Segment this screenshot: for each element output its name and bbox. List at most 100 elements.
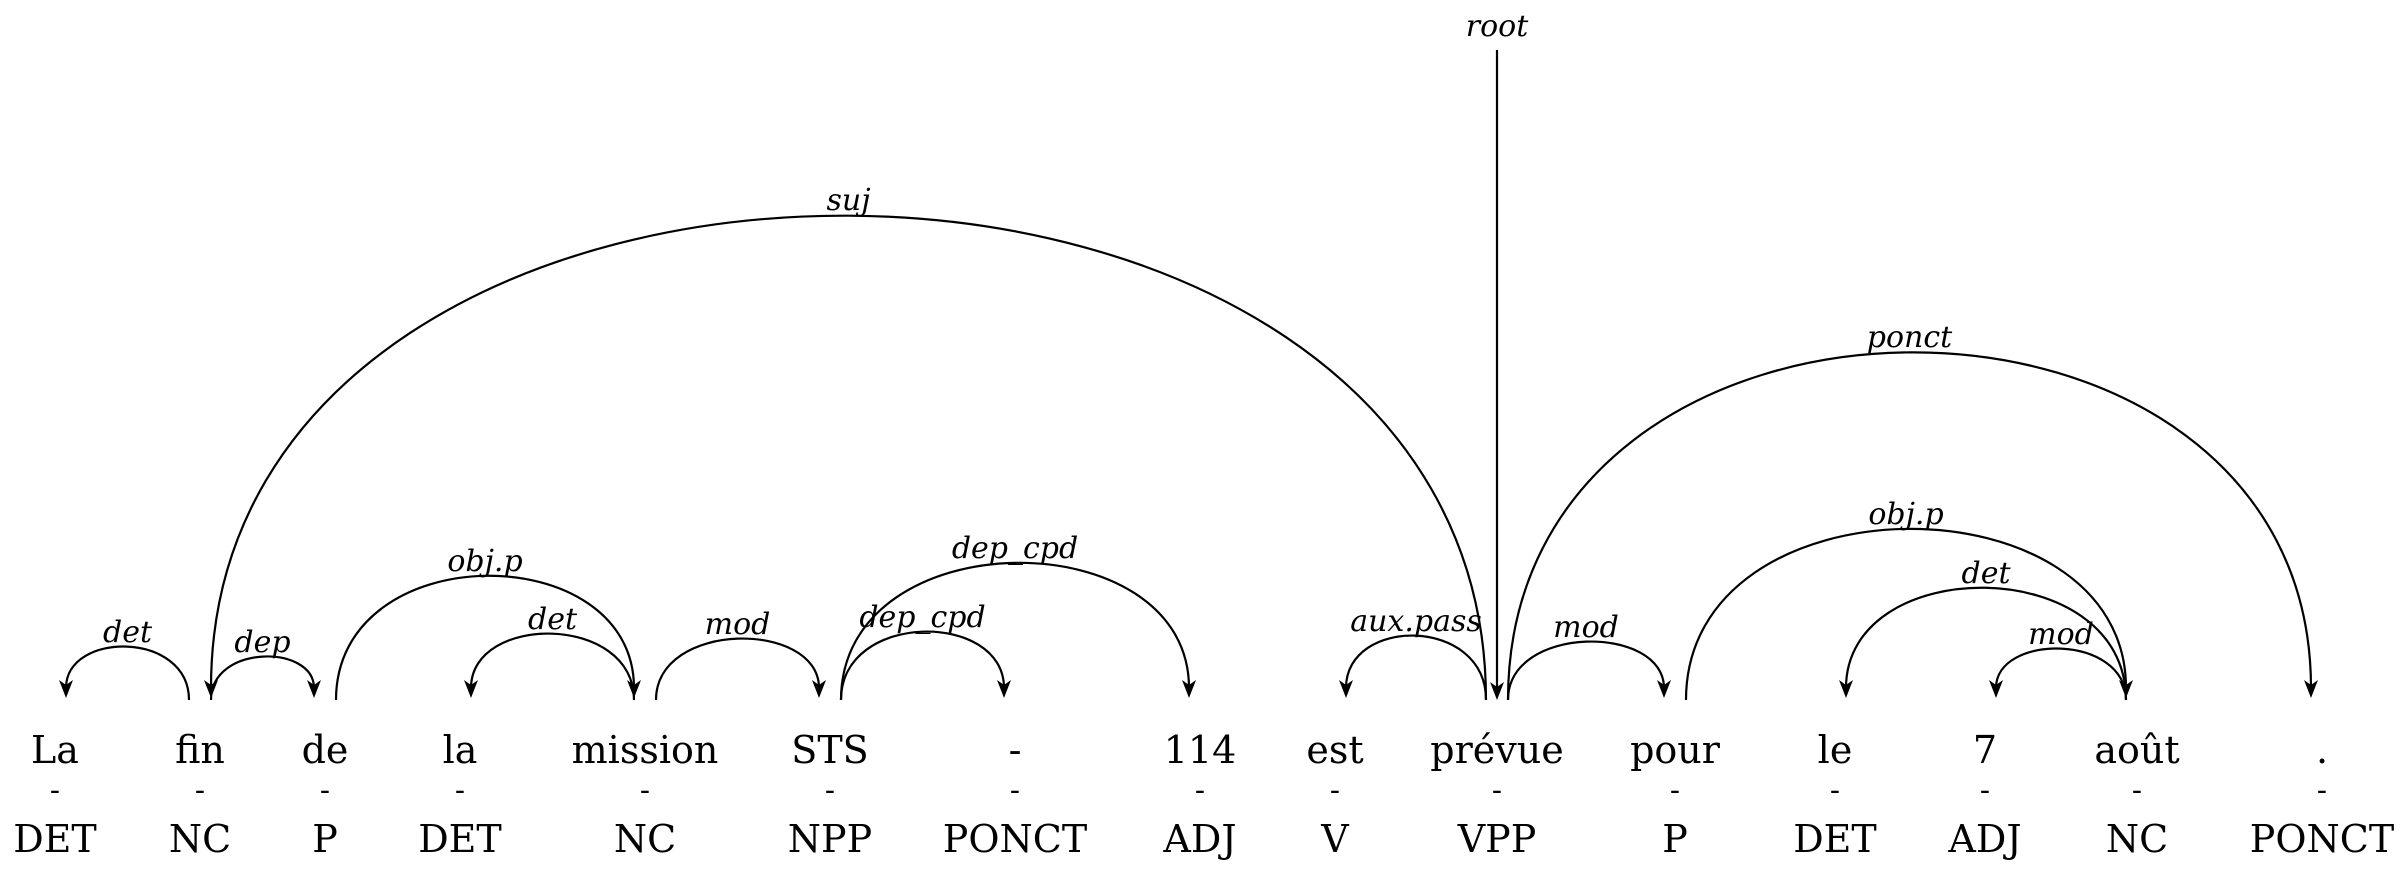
arc-curve [1844, 586, 2128, 701]
token-pos-tag: DET [1793, 817, 1877, 861]
arc-curve [334, 574, 636, 701]
arc-label: suj [826, 183, 870, 218]
arc-label: dep [234, 625, 290, 660]
arc-dep_cpd: dep_cpd [839, 600, 1011, 701]
token-word: de [302, 728, 349, 772]
arrowhead-icon [204, 680, 218, 698]
arc-label: mod [705, 607, 771, 642]
arrowhead-icon [59, 680, 73, 698]
token-lemma: - [1830, 773, 1840, 808]
arc-mod: mod [1989, 617, 2128, 701]
token-lemma: - [455, 773, 465, 808]
token-5: STS- NPP [788, 728, 872, 861]
arc-mod: mod [654, 607, 826, 701]
arc-curve [1684, 527, 2128, 701]
arc-ponct: ponct [1506, 320, 2318, 701]
token-word: mission [572, 728, 719, 772]
arc-curve [1344, 634, 1488, 701]
token-pos-tag: PONCT [2250, 817, 2394, 861]
token-lemma: - [320, 773, 330, 808]
token-14: .- PONCT [2250, 728, 2394, 861]
arc-curve [469, 632, 636, 701]
token-lemma: - [1670, 773, 1680, 808]
arrowhead-icon [1339, 680, 1353, 698]
token-word: la [443, 728, 478, 772]
arc-label: det [1961, 556, 2011, 591]
token-2: de- P [302, 728, 349, 861]
token-4: mission- NC [572, 728, 719, 861]
arc-det: det [1839, 556, 2128, 701]
token-pos-tag: NC [614, 817, 676, 861]
token-3: la- DET [418, 728, 502, 861]
token-11: le-DET [1793, 728, 1877, 861]
tokens-layer: La-DETfin-NCde-Pla-DETmission-NCSTS-NPP-… [13, 728, 2394, 861]
token-pos-tag: P [1662, 817, 1688, 861]
token-lemma: - [2317, 773, 2327, 808]
arc-det: det [464, 602, 636, 701]
token-lemma: - [195, 773, 205, 808]
arc-label: det [103, 615, 153, 650]
token-pos-tag: P [312, 817, 338, 861]
arc-label: det [528, 602, 578, 637]
token-pos-tag: DET [13, 817, 97, 861]
arrowhead-icon [1839, 680, 1853, 698]
root-label: root [1466, 9, 1529, 44]
arc-curve [1994, 647, 2128, 701]
arc-curve [1506, 640, 1666, 701]
arrowhead-icon [812, 680, 826, 698]
arrowhead-icon [1657, 680, 1671, 698]
token-pos-tag: VPP [1457, 817, 1537, 861]
arc-curve [839, 630, 1006, 701]
arc-curve [839, 561, 1191, 701]
root-arrow: root [1466, 9, 1529, 700]
arc-label: dep_cpd [859, 600, 985, 635]
arrowhead-icon [997, 680, 1011, 698]
token-0: La-DET [13, 728, 97, 861]
token-word: fin [175, 728, 225, 772]
token-pos-tag: NPP [788, 817, 872, 861]
token-10: pour- P [1630, 728, 1721, 861]
arc-label: mod [2028, 617, 2094, 652]
token-word: pour [1630, 728, 1721, 772]
arc-suj: suj [204, 183, 1488, 701]
token-pos-tag: NC [169, 817, 231, 861]
token-word: - [1009, 728, 1022, 772]
token-pos-tag: V [1320, 817, 1349, 861]
arc-mod: mod [1506, 610, 1671, 701]
token-word: 114 [1164, 728, 1237, 772]
token-lemma: - [2132, 773, 2142, 808]
token-7: 114- ADJ [1162, 728, 1236, 861]
token-lemma: - [1195, 773, 1205, 808]
token-word: . [2316, 728, 2328, 772]
token-1: fin- NC [169, 728, 231, 861]
token-lemma: - [1980, 773, 1990, 808]
token-word: STS [791, 728, 868, 772]
arc-curve [209, 655, 316, 701]
arc-label: dep_cpd [952, 531, 1078, 566]
token-word: 7 [1973, 728, 1997, 772]
token-word: La [31, 728, 79, 772]
arrowhead-icon [1490, 682, 1504, 700]
token-lemma: - [1010, 773, 1020, 808]
token-lemma: - [640, 773, 650, 808]
token-pos-tag: DET [418, 817, 502, 861]
arc-label: ponct [1867, 320, 1953, 355]
token-pos-tag: NC [2106, 817, 2168, 861]
arc-curve [1506, 351, 2313, 701]
token-13: août- NC [2094, 728, 2179, 861]
arc-curve [64, 645, 191, 701]
token-pos-tag: PONCT [943, 817, 1087, 861]
arrowhead-icon [2304, 680, 2318, 698]
token-lemma: - [825, 773, 835, 808]
token-word: août [2094, 728, 2179, 772]
token-8: est-V [1306, 728, 1363, 861]
arrowhead-icon [307, 680, 321, 698]
arc-det: det [59, 615, 191, 701]
token-pos-tag: ADJ [1162, 817, 1236, 861]
arrowhead-icon [1989, 680, 2003, 698]
arc-dep: dep [209, 625, 321, 701]
token-pos-tag: ADJ [1947, 817, 2021, 861]
arc-curve [654, 637, 821, 701]
arc-curve [209, 214, 1488, 701]
